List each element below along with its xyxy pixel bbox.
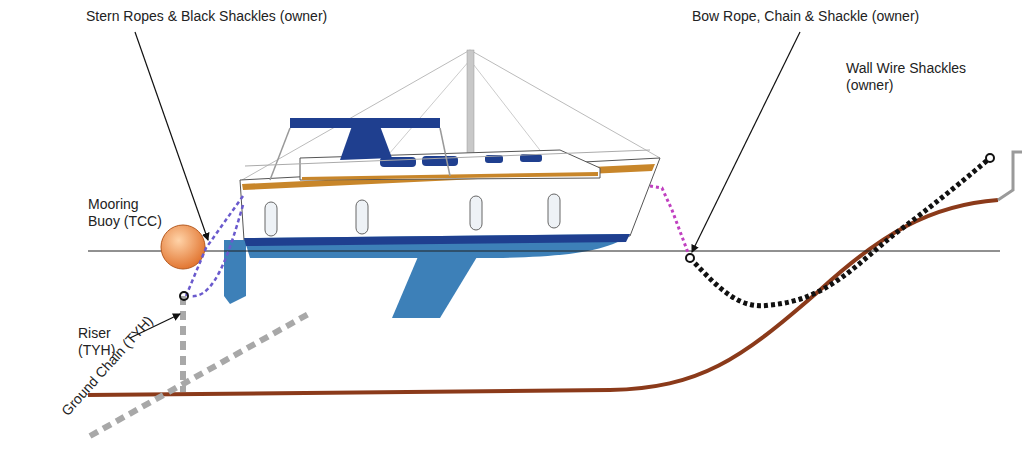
leader-line xyxy=(135,32,208,240)
stern-rope xyxy=(186,196,243,296)
rudder xyxy=(224,240,246,304)
callout-label: Mooring Buoy (TCC) xyxy=(88,196,170,230)
bimini-frame xyxy=(440,128,450,176)
bow-chain xyxy=(690,158,990,306)
guard-rail xyxy=(245,150,650,166)
riser-chain xyxy=(180,296,186,392)
callout-label: Wall Wire Shackles (owner) xyxy=(846,60,986,94)
black-shackle xyxy=(180,292,188,300)
callout-label: Bow Rope, Chain & Shackle (owner) xyxy=(692,8,992,25)
boot-stripe xyxy=(244,234,630,246)
fender xyxy=(548,194,560,228)
fender xyxy=(470,196,482,230)
sprayhood xyxy=(340,126,392,160)
stern-rope xyxy=(190,205,243,296)
fender xyxy=(356,200,368,234)
keel xyxy=(392,252,480,318)
harbour-wall xyxy=(998,152,1022,200)
fender xyxy=(265,202,277,236)
bow-rope xyxy=(650,186,690,258)
bimini xyxy=(290,118,440,128)
ground-chain xyxy=(90,312,312,436)
leader-line xyxy=(692,32,800,252)
hull-bottom xyxy=(244,234,630,258)
water-line xyxy=(88,251,1000,252)
window xyxy=(380,157,416,167)
bimini-frame xyxy=(270,128,290,180)
mooring-buoy xyxy=(161,225,205,269)
wall-wire-shackle xyxy=(986,154,994,162)
forestay xyxy=(470,50,660,158)
bow-shackle xyxy=(686,254,694,262)
callout-label: Stern Ropes & Black Shackles (owner) xyxy=(86,8,386,25)
